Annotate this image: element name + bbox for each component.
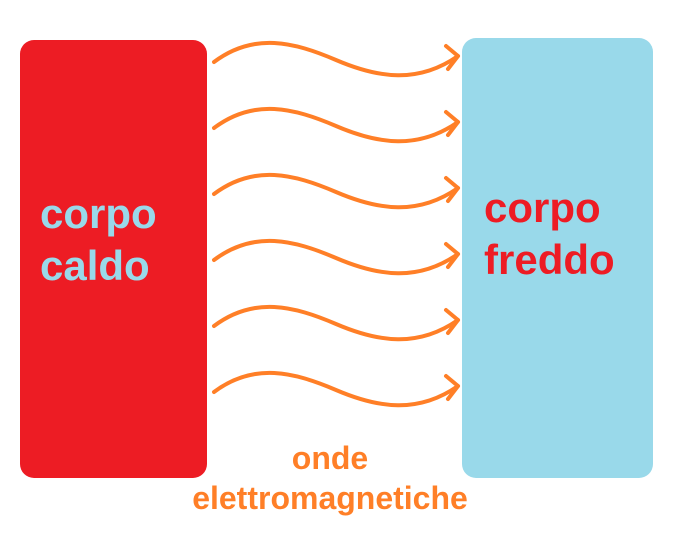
cold-body-label-line1: corpo: [484, 184, 601, 231]
arrow-head-icon: [444, 308, 460, 335]
wave-line: [212, 173, 460, 210]
wave-arrow: [212, 305, 460, 342]
arrow-head-icon: [444, 44, 460, 71]
wave-arrow: [212, 41, 460, 78]
wave-line: [212, 305, 460, 342]
cold-body-block: [462, 38, 653, 478]
waves-caption-line1: onde: [291, 440, 369, 476]
wave-arrow: [212, 173, 460, 210]
arrow-head-icon: [444, 242, 460, 269]
arrow-head-icon: [444, 176, 460, 203]
hot-body-label-line1: corpo: [40, 190, 157, 237]
wave-arrow: [212, 371, 460, 408]
hot-body-label-line2: caldo: [40, 242, 150, 289]
hot-body-label: corpo caldo: [40, 188, 157, 292]
arrow-head-icon: [444, 110, 460, 137]
wave-line: [212, 371, 460, 408]
wave-arrow: [212, 239, 460, 276]
wave-line: [212, 41, 460, 78]
waves-caption: onde elettromagnetiche: [150, 438, 510, 518]
arrow-head-icon: [444, 374, 460, 401]
wave-line: [212, 239, 460, 276]
wave-arrow: [212, 107, 460, 144]
hot-body-block: [20, 40, 207, 478]
cold-body-label: corpo freddo: [484, 182, 615, 286]
wave-line: [212, 107, 460, 144]
waves-caption-line2: elettromagnetiche: [192, 480, 468, 516]
cold-body-label-line2: freddo: [484, 236, 615, 283]
